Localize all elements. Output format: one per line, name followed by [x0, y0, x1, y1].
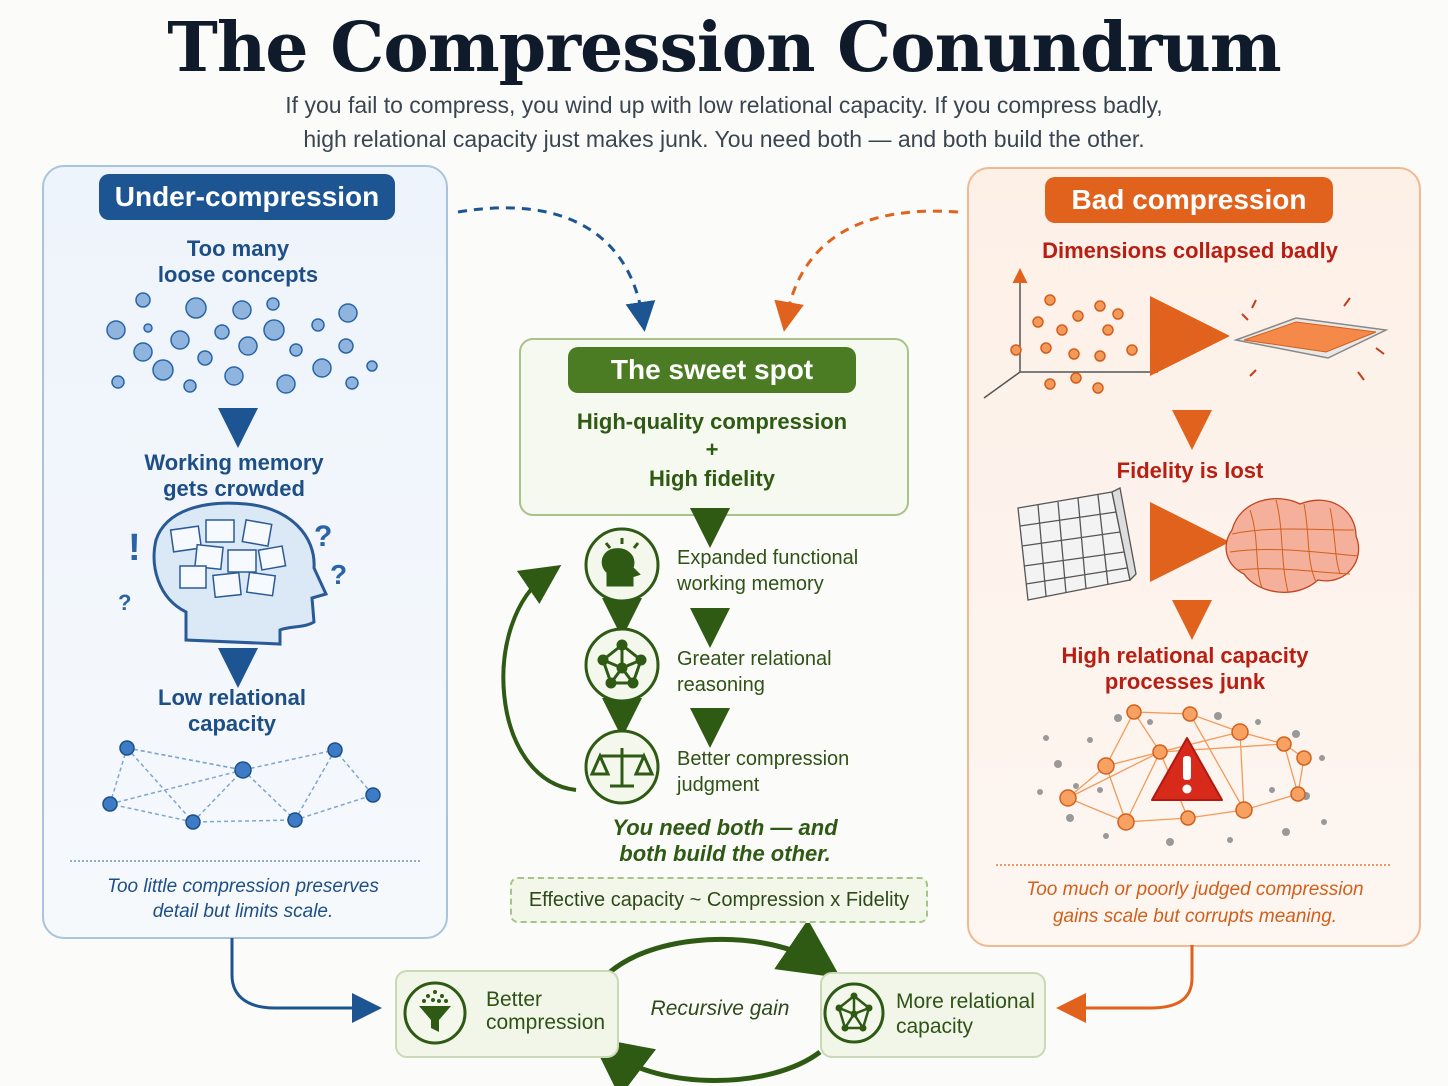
- grid-mesh-icon: [1017, 487, 1137, 601]
- svg-text:!: !: [128, 527, 141, 569]
- sweet-spot-heading: The sweet spot: [568, 347, 856, 393]
- sparse-network: [109, 747, 375, 823]
- dimensions-collapsed-label: Dimensions collapsed badly: [1042, 238, 1338, 263]
- sweet-spot-line-1: High-quality compression: [576, 409, 848, 434]
- feedback-loop-arrow: [501, 565, 577, 792]
- sweet-spot-plus: +: [705, 437, 719, 462]
- loose-concepts-dots: [106, 292, 378, 394]
- left-to-bottom-arrow: [230, 938, 382, 1023]
- right-to-bottom-arrow: [1056, 945, 1194, 1023]
- fidelity-lost-label: Fidelity is lost: [1116, 458, 1264, 483]
- formula-box: Effective capacity ~ Compression x Fidel…: [510, 877, 928, 923]
- lightbulb-head-icon: [584, 527, 660, 603]
- right-divider: [996, 864, 1390, 866]
- junk-network-nodes: [1059, 704, 1312, 831]
- dashed-arrow-right: [774, 209, 959, 332]
- recursive-gain-label: Recursive gain: [650, 997, 790, 1020]
- left-divider: [70, 860, 420, 862]
- crowded-head-icon: ! ? ? ?: [118, 501, 347, 646]
- scatter-3d-axes: [983, 268, 1158, 399]
- funnel-icon: [400, 978, 470, 1048]
- scatter-3d-points: [1010, 294, 1138, 394]
- scales-icon: [584, 729, 660, 805]
- sweet-spot-line-2: High fidelity: [649, 466, 775, 491]
- warning-icon: [1151, 737, 1223, 801]
- svg-text:?: ?: [314, 520, 332, 553]
- page-title: The Compression Conundrum: [167, 8, 1281, 88]
- under-compression-heading: Under-compression: [99, 174, 395, 220]
- bad-compression-heading: Bad compression: [1045, 177, 1333, 223]
- distorted-mesh-icon: [1225, 498, 1360, 593]
- dashed-arrow-left: [457, 206, 656, 332]
- network-icon: [819, 978, 889, 1048]
- network-icon: [584, 627, 660, 703]
- recursive-arc-top: [608, 919, 841, 979]
- collapsed-plane: [1233, 297, 1389, 381]
- sparse-network-nodes: [102, 740, 381, 830]
- recursive-arc-bottom: [590, 1036, 822, 1086]
- subtitle-line-1: If you fail to compress, you wind up wit…: [285, 92, 1163, 118]
- svg-text:?: ?: [118, 590, 131, 615]
- junk-noise-dots: [1037, 712, 1327, 846]
- svg-text:?: ?: [330, 559, 347, 590]
- subtitle-line-2: high relational capacity just makes junk…: [303, 126, 1145, 152]
